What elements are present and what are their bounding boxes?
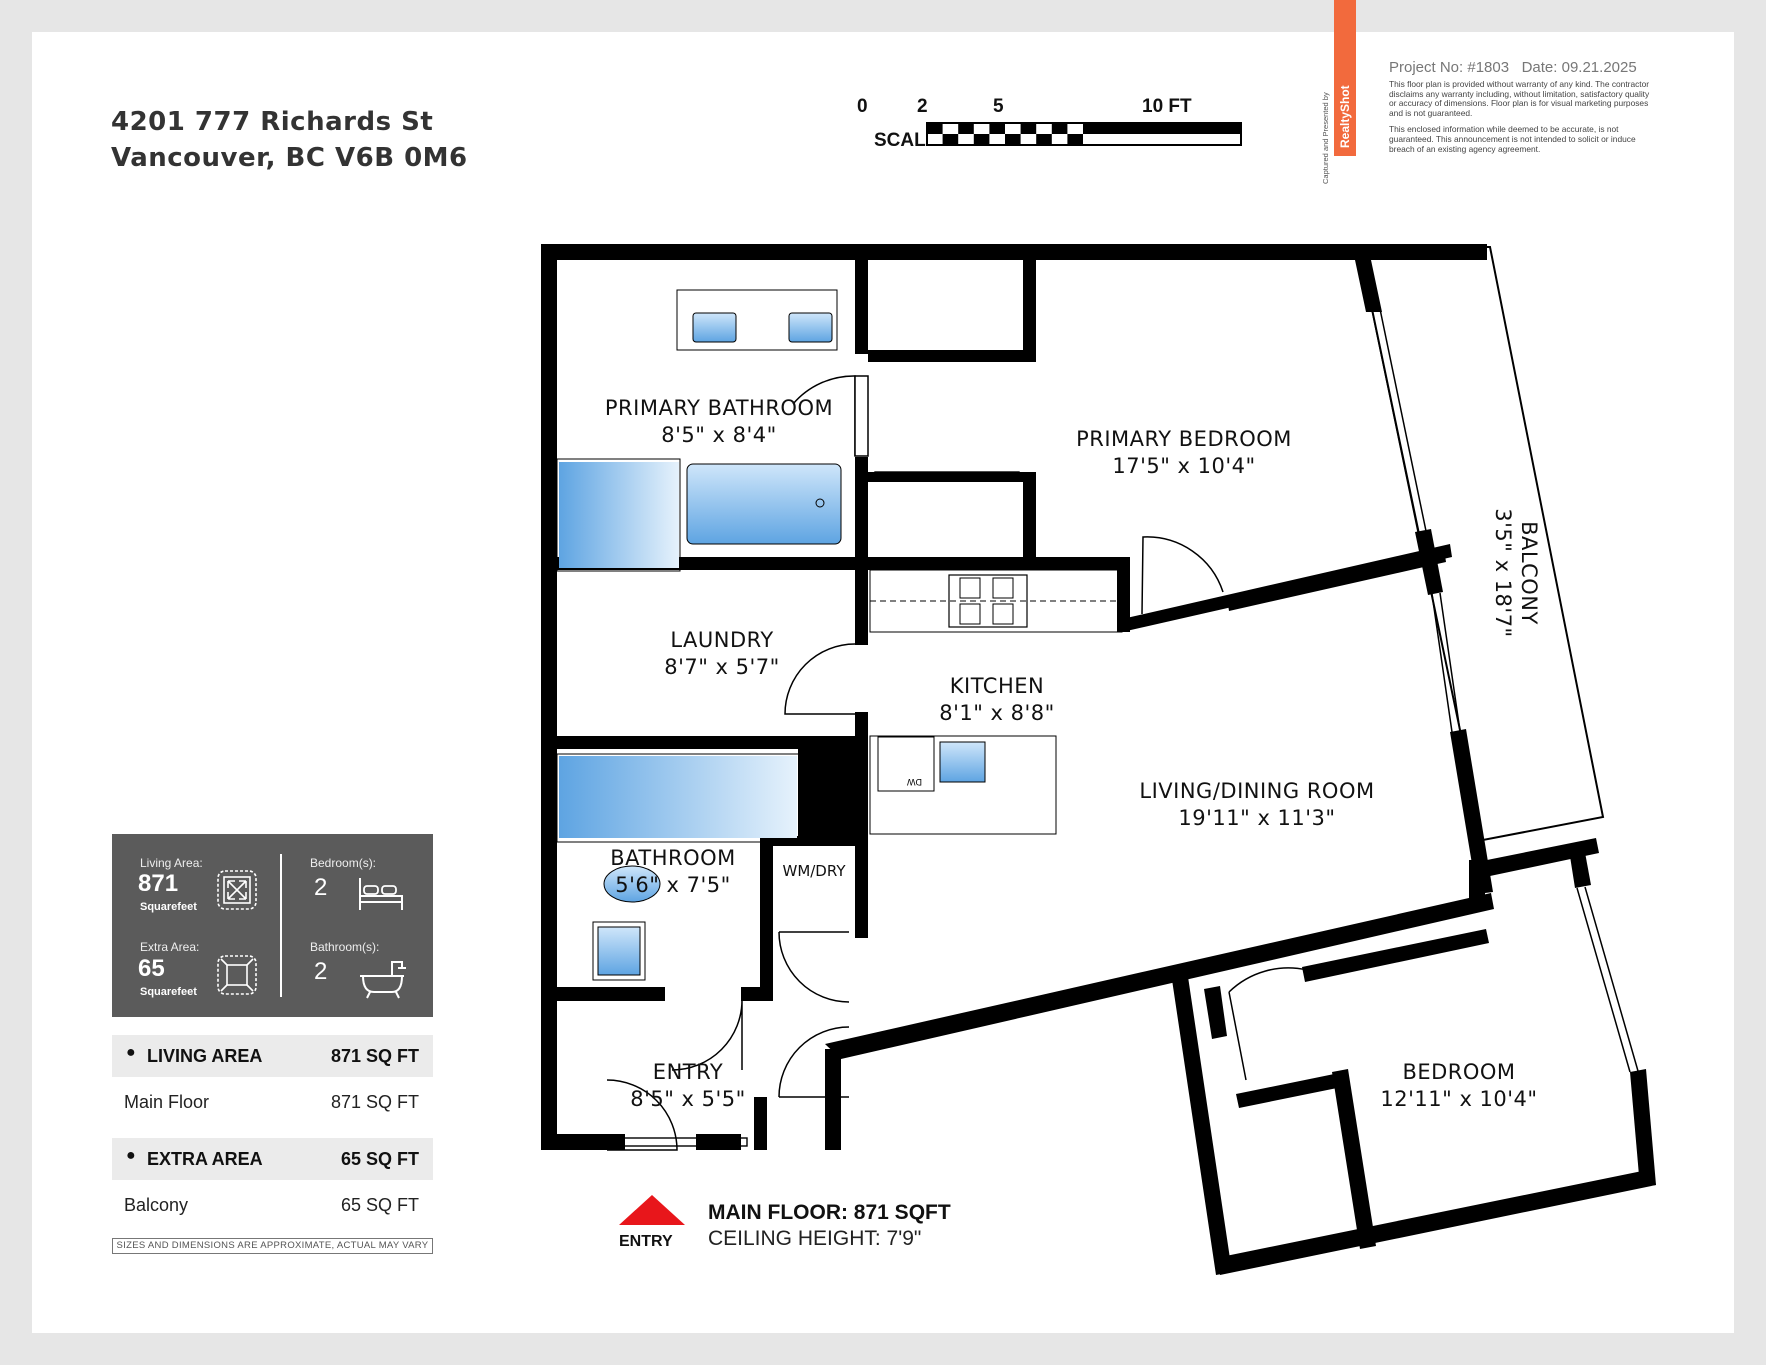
- address-line-1: 4201 777 Richards St: [111, 107, 434, 137]
- captured-by-text: Captured and Presented by: [1321, 92, 1330, 184]
- compress-arrows-icon: [217, 955, 257, 995]
- balcony-label: Balcony: [124, 1195, 189, 1215]
- balcony-name: BALCONY: [1517, 521, 1541, 625]
- address-line-2: Vancouver, BC V6B 0M6: [111, 143, 468, 173]
- entry-name: ENTRY: [653, 1060, 723, 1084]
- extra-area-label: Extra Area:: [140, 940, 200, 954]
- entry-marker-label: ENTRY: [619, 1233, 673, 1250]
- extra-area-value: 65: [138, 955, 165, 982]
- disclaimer: This floor plan is provided without warr…: [1389, 79, 1657, 154]
- table-row: Main Floor 871 SQ FT: [112, 1080, 433, 1122]
- scale-checker-bar: [926, 122, 1242, 146]
- scale-tick-0: 0: [857, 96, 868, 117]
- extra-area-unit: Squarefeet: [140, 986, 197, 998]
- living-area-header-label: LIVING AREA: [147, 1046, 263, 1066]
- wm-dry-label: WM/DRY: [782, 862, 846, 880]
- brand-logo: RealtyShot: [1338, 85, 1352, 148]
- stove-icon: [948, 574, 1028, 628]
- primary-bathroom-name: PRIMARY BATHROOM: [605, 396, 833, 420]
- bathtub-icon: [360, 961, 406, 999]
- project-date: Date: 09.21.2025: [1521, 59, 1637, 76]
- entry-arrow-icon: [619, 1195, 685, 1225]
- kitchen-dims: 8'1" x 8'8": [939, 701, 1055, 725]
- scale-tick-10: 10 FT: [1142, 96, 1192, 117]
- main-floor-label: Main Floor: [124, 1092, 210, 1112]
- floor-plan-sheet: 4201 777 Richards St Vancouver, BC V6B 0…: [32, 0, 1734, 1333]
- living-area-header-value: 871 SQ FT: [330, 1046, 419, 1066]
- project-number: Project No: #1803: [1389, 59, 1510, 76]
- address-block: 4201 777 Richards St Vancouver, BC V6B 0…: [111, 104, 468, 176]
- extra-area-header-value: 65 SQ FT: [340, 1149, 419, 1169]
- dishwasher-icon: [877, 736, 935, 792]
- brand-logo-text: RealtyShot: [1338, 85, 1352, 148]
- ceiling-height: CEILING HEIGHT: 7'9": [708, 1227, 921, 1250]
- primary-bathroom-dims: 8'5" x 8'4": [661, 423, 777, 447]
- dishwasher-label: DW: [907, 777, 922, 787]
- expand-arrows-icon: [217, 870, 257, 910]
- bed-icon: [359, 878, 403, 910]
- balcony-value: 65 SQ FT: [340, 1195, 419, 1215]
- stats-divider: [280, 854, 282, 997]
- kitchen-name: KITCHEN: [950, 674, 1045, 698]
- living-area-label: Living Area:: [140, 856, 203, 870]
- living-dining-dims: 19'11" x 11'3": [1178, 806, 1335, 830]
- brand-strip: RealtyShot: [1334, 0, 1356, 156]
- balcony-outline: [1357, 246, 1605, 842]
- bedrooms-label: Bedroom(s):: [310, 856, 377, 870]
- bathroom-fixtures: [556, 753, 800, 981]
- bathroom-name: BATHROOM: [610, 846, 736, 870]
- primary-bedroom-name: PRIMARY BEDROOM: [1076, 427, 1292, 451]
- disclaimer-para-1: This floor plan is provided without warr…: [1389, 79, 1650, 118]
- bedroom-name: BEDROOM: [1402, 1060, 1515, 1084]
- scale-tick-5: 5: [993, 96, 1004, 117]
- main-floor-value: 871 SQ FT: [330, 1092, 419, 1112]
- exterior-walls: [541, 244, 1656, 1275]
- stats-panel: Living Area: 871 Squarefeet Bedroom(s): …: [112, 834, 433, 1017]
- disclaimer-para-2: This enclosed information while deemed t…: [1389, 124, 1636, 154]
- bathroom-dims: 5'6" x 7'5": [615, 873, 731, 897]
- bedroom-window: [1576, 886, 1639, 1073]
- bedrooms-value: 2: [314, 874, 328, 901]
- interior-walls: [557, 244, 1489, 1249]
- bath-sink-icon: [597, 926, 641, 976]
- closet-sliders: [556, 353, 1020, 1147]
- svg-text:Captured and Presented by: Captured and Presented by: [1321, 92, 1330, 184]
- living-area-unit: Squarefeet: [140, 901, 197, 913]
- living-area-header: ● LIVING AREA 871 SQ FT: [112, 1035, 433, 1077]
- primary-bath-fixtures: [556, 289, 842, 572]
- bathrooms-value: 2: [314, 958, 328, 985]
- project-info: Project No: #1803 Date: 09.21.2025: [1389, 59, 1637, 76]
- bathrooms-label: Bathroom(s):: [310, 940, 380, 954]
- extra-area-header-label: EXTRA AREA: [147, 1149, 263, 1169]
- table-row: Balcony 65 SQ FT: [112, 1183, 433, 1225]
- laundry-dims: 8'7" x 5'7": [664, 655, 780, 679]
- living-area-value: 871: [138, 870, 179, 897]
- scale-tick-2: 2: [917, 96, 928, 117]
- laundry-name: LAUNDRY: [670, 628, 773, 652]
- doors: [606, 375, 1308, 1151]
- floor-plan: DW PRIMARY BATHROOM 8'5" x 8'4" PRIMARY …: [541, 244, 1656, 1275]
- extra-area-header: ● EXTRA AREA 65 SQ FT: [112, 1138, 433, 1180]
- approx-footnote: SIZES AND DIMENSIONS ARE APPROXIMATE, AC…: [112, 1238, 433, 1254]
- main-floor-title: MAIN FLOOR: 871 SQFT: [708, 1201, 951, 1224]
- primary-bedroom-dims: 17'5" x 10'4": [1112, 454, 1255, 478]
- entry-dims: 8'5" x 5'5": [630, 1087, 746, 1111]
- balcony-dims: 3'5" x 18'7": [1491, 508, 1515, 637]
- living-dining-name: LIVING/DINING ROOM: [1139, 779, 1374, 803]
- kitchen-fixtures: DW: [869, 569, 1123, 835]
- toilet-icon: [603, 865, 661, 903]
- bedroom-dims: 12'11" x 10'4": [1380, 1087, 1537, 1111]
- kitchen-sink-icon: [939, 741, 986, 783]
- balcony-sliders: [1371, 308, 1461, 733]
